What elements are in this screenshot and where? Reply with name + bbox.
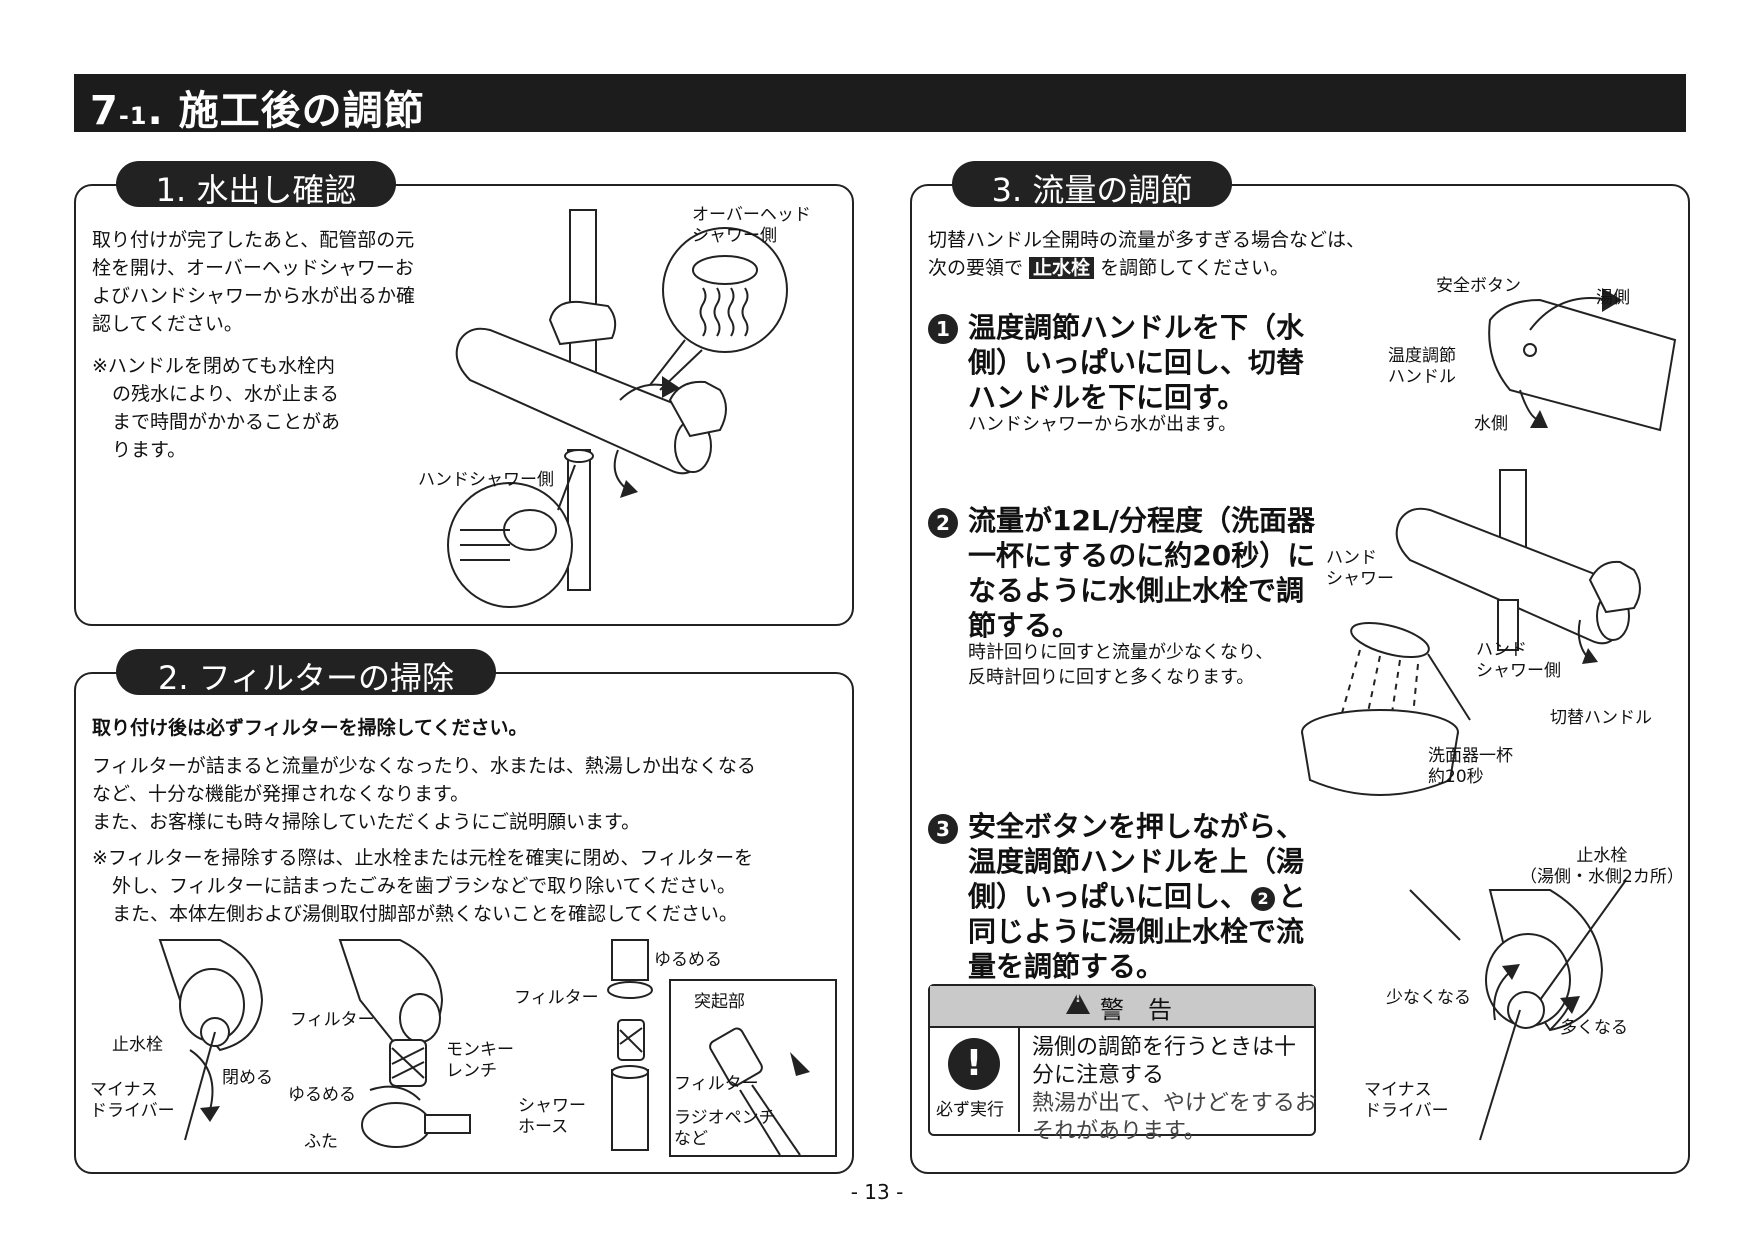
warning-box: ! 警 告 ! 必ず実行 湯側の調節を行うときは十分に注意する 熱湯が出て、やけ…	[928, 984, 1317, 1144]
label-minus-driver-2: マイナスドライバー	[1364, 1080, 1449, 1121]
label-cold-side: 水側	[1474, 414, 1508, 434]
faucet-illustration-1	[447, 209, 788, 608]
label-protrusion: 突起部	[694, 992, 745, 1012]
label-hand-shower-side: ハンドシャワー側	[418, 470, 554, 490]
label-switch-handle: 切替ハンドル	[1550, 708, 1652, 728]
label-temperature-handle: 温度調節ハンドル	[1388, 346, 1456, 387]
section-heading-flow-adjustment: 3. 流量の調節	[952, 161, 1232, 209]
label-stop-valve: 止水栓	[112, 1035, 163, 1055]
stop-valve-illustration	[158, 939, 264, 1141]
label-safety-button: 安全ボタン	[1436, 276, 1521, 296]
mandatory-icon: !	[948, 1038, 1000, 1090]
temperature-handle-illustration	[1488, 288, 1677, 432]
label-loosen-hose: ゆるめる	[654, 950, 722, 970]
label-hand-shower: ハンドシャワー	[1326, 548, 1394, 589]
water-check-body: 取り付けが完了したあと、配管部の元栓を開け、オーバーヘッドシャワーおよびハンドシ…	[92, 229, 416, 335]
label-shower-hose: シャワーホース	[518, 1096, 586, 1137]
warning-triangle-icon	[1066, 992, 1090, 1014]
label-cap: ふた	[304, 1132, 338, 1152]
label-pliers: ラジオペンチなど	[674, 1108, 776, 1149]
label-basin: 洗面器一杯約20秒	[1428, 746, 1513, 787]
label-minus-driver: マイナスドライバー	[90, 1080, 175, 1121]
title-bar: 7-1. 施工後の調節	[74, 74, 1686, 134]
step-2-ref-badge: 2	[1251, 887, 1276, 911]
step-1-sub: ハンドシャワーから水が出ます。	[968, 414, 1237, 435]
step-2-sub: 時計回りに回すと流量が少なくなり、反時計回りに回すと多くなります。	[968, 642, 1274, 688]
label-close: 閉める	[222, 1068, 273, 1088]
hose-filter-illustration	[607, 939, 837, 1157]
filter-note: ※フィルターを掃除する際は、止水栓または元栓を確実に閉め、フィルターを外し、フィ…	[92, 847, 754, 925]
warning-text: 湯側の調節を行うときは十分に注意する 熱湯が出て、やけどをするおそれがあります。	[1032, 1035, 1317, 1144]
flow-intro: 切替ハンドル全開時の流量が多すぎる場合などは、 次の要領で 止水栓 を調節してく…	[928, 229, 1366, 279]
warning-header: ! 警 告	[930, 986, 1314, 1028]
label-stop-valve-both: 止水栓（湯側・水側2カ所）	[1520, 846, 1684, 887]
water-check-note: ※ハンドルを閉めても水栓内の残水により、水が止まるまで時間がかかることがあります…	[92, 355, 341, 461]
label-more: 多くなる	[1560, 1018, 1628, 1038]
label-monkey-wrench: モンキーレンチ	[446, 1040, 514, 1081]
label-loosen: ゆるめる	[288, 1085, 356, 1105]
filter-removal-illustration	[338, 939, 471, 1148]
warning-title: 警 告	[1100, 996, 1172, 1024]
step-1-badge: 1	[928, 314, 958, 344]
label-hot-side: 湯側	[1596, 288, 1630, 308]
stop-valve-highlight: 止水栓	[1029, 257, 1095, 279]
step-2-badge: 2	[928, 508, 958, 538]
section-heading-water-check: 1. 水出し確認	[116, 161, 396, 209]
mandatory-label: 必ず実行	[936, 1100, 1004, 1120]
step-2-title: 流量が12L/分程度（洗面器一杯にするのに約20秒）になるように水側止水栓で調節…	[968, 504, 1316, 642]
label-less: 少なくなる	[1386, 988, 1471, 1008]
stop-valve-adjust-illustration	[1409, 879, 1627, 1141]
step-1-title: 温度調節ハンドルを下（水側）いっぱいに回し、切替ハンドルを下に回す。	[968, 311, 1305, 414]
filter-body: フィルターが詰まると流量が少なくなったり、水または、熱湯しか出なくなるなど、十分…	[92, 755, 756, 833]
flow-measure-illustration	[1301, 469, 1641, 796]
label-filter-hose: フィルター	[514, 988, 599, 1008]
label-hand-shower-side-2: ハンドシャワー側	[1476, 640, 1561, 681]
step-3-badge: 3	[928, 814, 958, 844]
label-filter: フィルター	[290, 1010, 375, 1030]
label-filter-pliers: フィルター	[674, 1074, 759, 1094]
filter-bold-instruction: 取り付け後は必ずフィルターを掃除してください。	[92, 717, 528, 739]
page-number: - 13 -	[850, 1180, 904, 1204]
section-heading-filter-cleaning: 2. フィルターの掃除	[116, 649, 496, 697]
label-overhead-shower-side: オーバーヘッドシャワー側	[692, 205, 811, 246]
page-title: 7-1. 施工後の調節	[90, 88, 425, 134]
